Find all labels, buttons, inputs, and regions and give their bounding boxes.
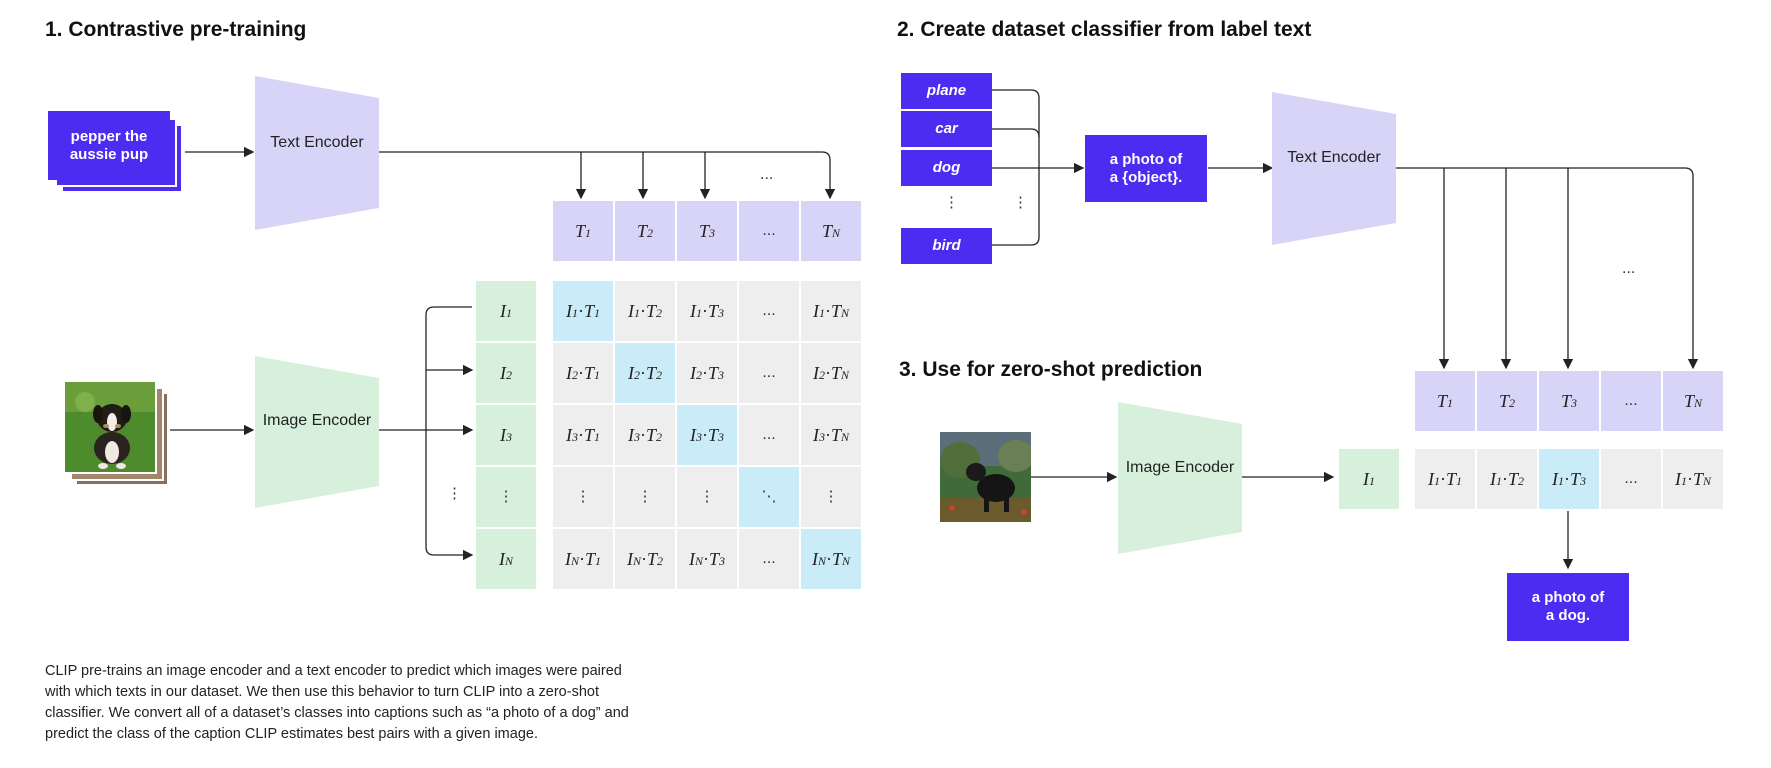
image-encoder-shape: [255, 356, 379, 508]
classifier-arrows-ellipsis: ...: [1622, 260, 1636, 277]
text-embedding-4: ...: [739, 201, 799, 261]
matrix-cell: ⋮: [553, 467, 613, 527]
image-encoder-label: Image Encoder: [262, 412, 372, 429]
text-encoder-label: Text Encoder: [270, 134, 364, 151]
prediction-output-line1: a photo of: [1531, 589, 1605, 606]
class-label-car: car: [901, 111, 992, 147]
prediction-output-line2: a dog.: [1545, 607, 1591, 624]
figure-caption: CLIP pre-trains an image encoder and a t…: [45, 663, 629, 742]
class-label-plane: plane: [901, 73, 992, 109]
class-label-dog: dog: [901, 150, 992, 186]
text-encoder-2-label: Text Encoder: [1287, 149, 1381, 166]
image-embedding-4: ⋮: [476, 467, 536, 527]
zero-shot-score: ...: [1601, 449, 1661, 509]
matrix-cell: ...: [739, 281, 799, 341]
prompt-template-line1: a photo of: [1109, 150, 1183, 168]
dog-photo: [940, 432, 1031, 522]
matrix-cell: ...: [739, 529, 799, 589]
image-arrows-vdots: ⋮: [447, 485, 462, 502]
zero-shot-text-embedding-4: ...: [1601, 371, 1661, 431]
class-label-bird: bird: [901, 228, 992, 264]
puppy-photo: [63, 380, 157, 474]
text-arrows-ellipsis: ...: [760, 166, 774, 183]
heading-contrastive-pretraining: 1. Contrastive pre-training: [45, 18, 307, 41]
text-encoder-shape: [255, 76, 379, 230]
text-input-box: pepper the aussie pup: [48, 111, 170, 180]
image-encoder-2-label: Image Encoder: [1125, 459, 1235, 476]
matrix-cell: ...: [739, 343, 799, 403]
prompt-template-line2: a {object}.: [1109, 168, 1183, 186]
prompt-template-box: a photo of a {object}.: [1085, 135, 1207, 202]
matrix-cell: ⋮: [801, 467, 861, 527]
label-list-vdots: ⋮: [944, 194, 959, 211]
heading-zero-shot: 3. Use for zero-shot prediction: [899, 358, 1203, 381]
image-encoder-2-shape: [1118, 402, 1242, 554]
matrix-cell: ⋮: [615, 467, 675, 527]
matrix-cell: ⋮: [677, 467, 737, 527]
matrix-cell-diagonal: ⋱: [739, 467, 799, 527]
matrix-cell: ...: [739, 405, 799, 465]
prediction-output-box: a photo of a dog.: [1507, 573, 1629, 641]
label-bracket-vdots: ⋮: [1013, 194, 1028, 211]
heading-create-classifier: 2. Create dataset classifier from label …: [897, 18, 1312, 41]
text-encoder-2-shape: [1272, 92, 1396, 245]
